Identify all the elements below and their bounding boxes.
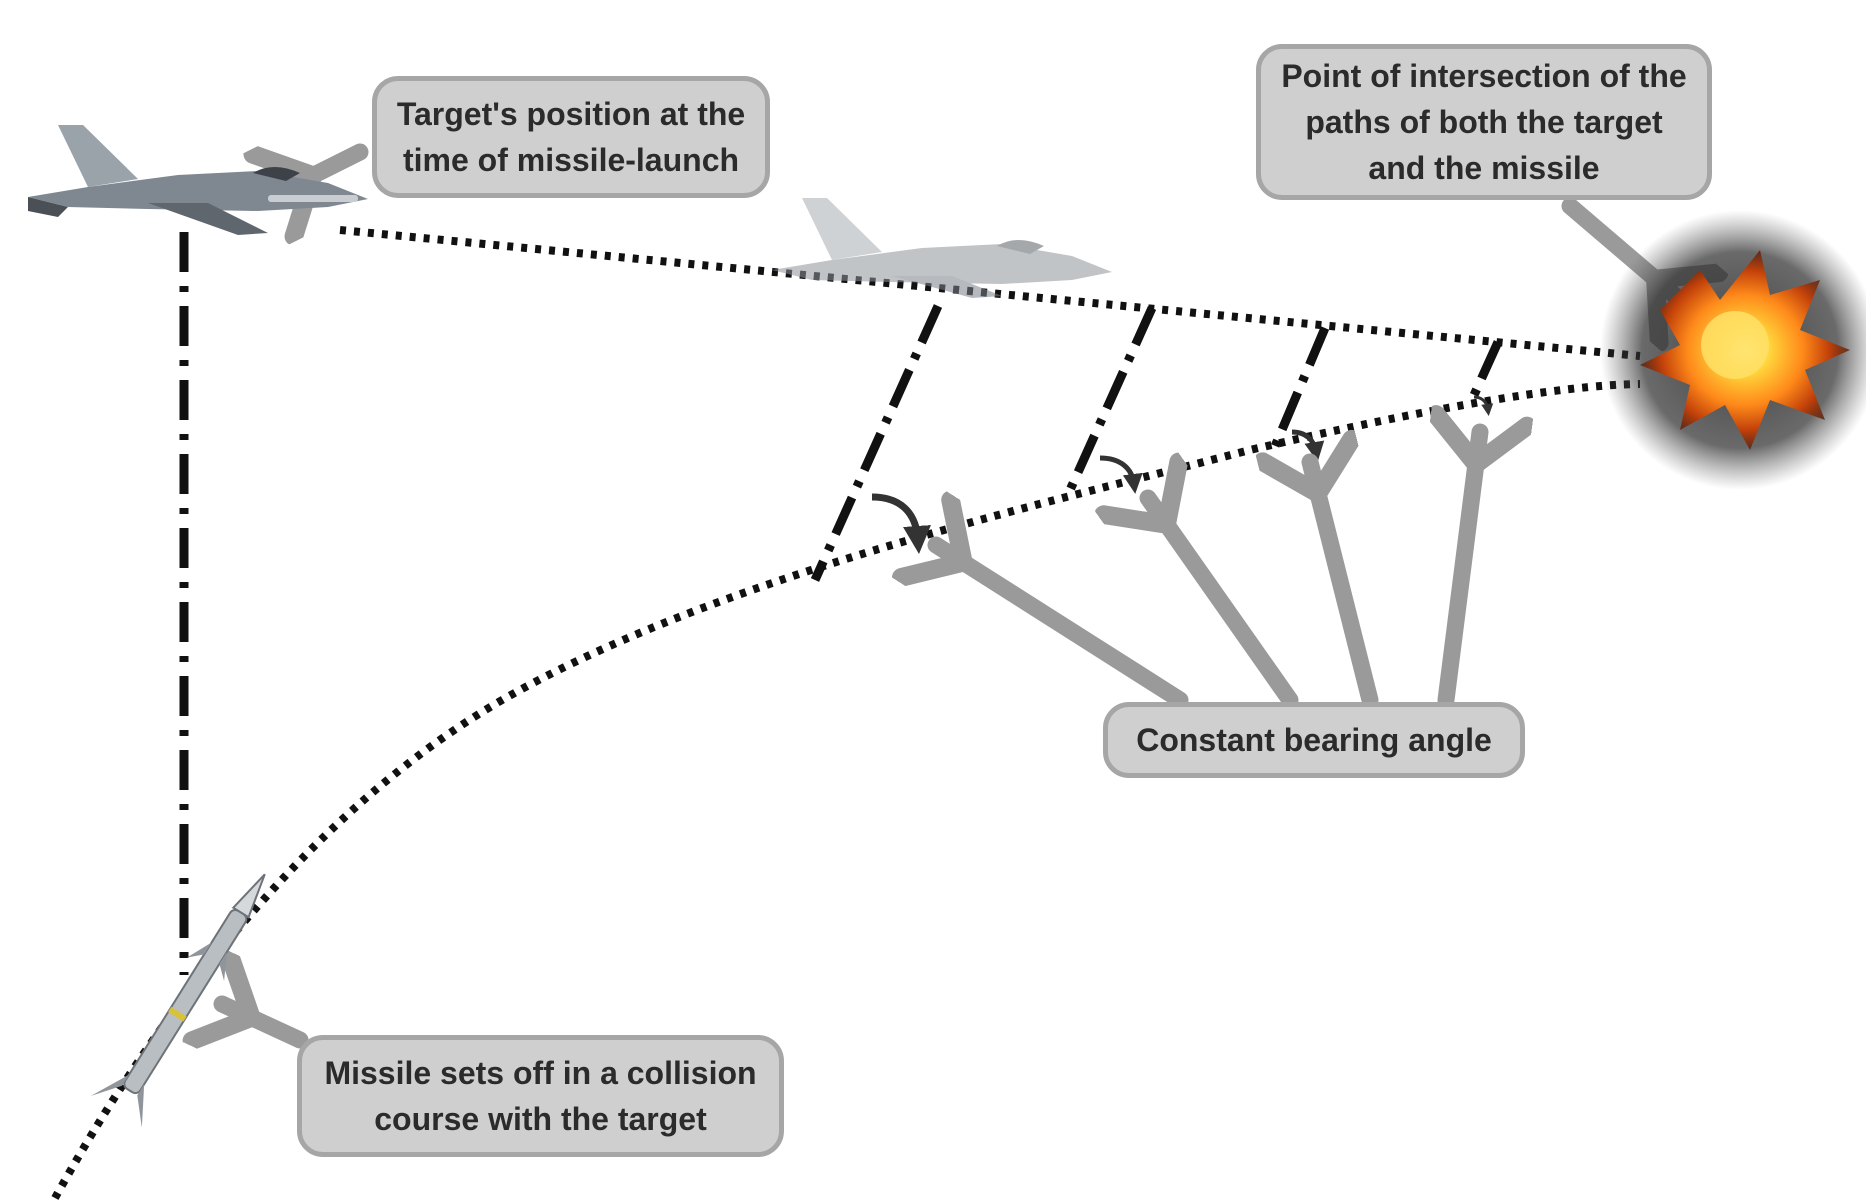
pointer-bearing-1 (936, 545, 1189, 709)
line-of-sight-lines (810, 304, 1503, 582)
bearing-angle-marks (871, 395, 1494, 554)
pointer-missile (222, 1004, 309, 1040)
callout-intersection-line-2: paths of both the target (1305, 104, 1663, 140)
callout-intersection-point: Point of intersection of the paths of bo… (1256, 44, 1712, 200)
callout-missile-line-1: Missile sets off in a collision (324, 1055, 757, 1091)
explosion-icon (1600, 210, 1866, 490)
line-of-sight-1 (810, 304, 943, 582)
pointer-bearing-2 (1148, 498, 1299, 709)
line-of-sight-2 (1065, 306, 1157, 492)
bearing-angle-mark-1 (871, 493, 931, 554)
callout-constant-bearing: Constant bearing angle (1103, 702, 1525, 778)
missile-icon (90, 873, 266, 1128)
callout-intersection-line-1: Point of intersection of the (1281, 58, 1687, 94)
pointer-bearing-3 (1310, 462, 1379, 709)
callout-missile-course: Missile sets off in a collision course w… (297, 1035, 784, 1157)
callout-launch-position: Target's position at the time of missile… (372, 76, 770, 198)
callout-intersection-line-3: and the missile (1368, 150, 1600, 186)
line-of-sight-4 (1465, 340, 1503, 406)
callout-launch-line-2: time of missile-launch (402, 142, 740, 178)
fighter-jet-icon (28, 125, 368, 235)
line-of-sight-3 (1260, 326, 1330, 472)
callout-bearing-line-1: Constant bearing angle (1136, 722, 1492, 758)
pointer-bearing-4 (1446, 432, 1480, 709)
callout-missile-line-2: course with the target (374, 1101, 707, 1137)
missile-path (51, 380, 1641, 1200)
ghost-fighter-jet-icon (772, 198, 1112, 298)
callout-launch-line-1: Target's position at the (396, 96, 746, 132)
